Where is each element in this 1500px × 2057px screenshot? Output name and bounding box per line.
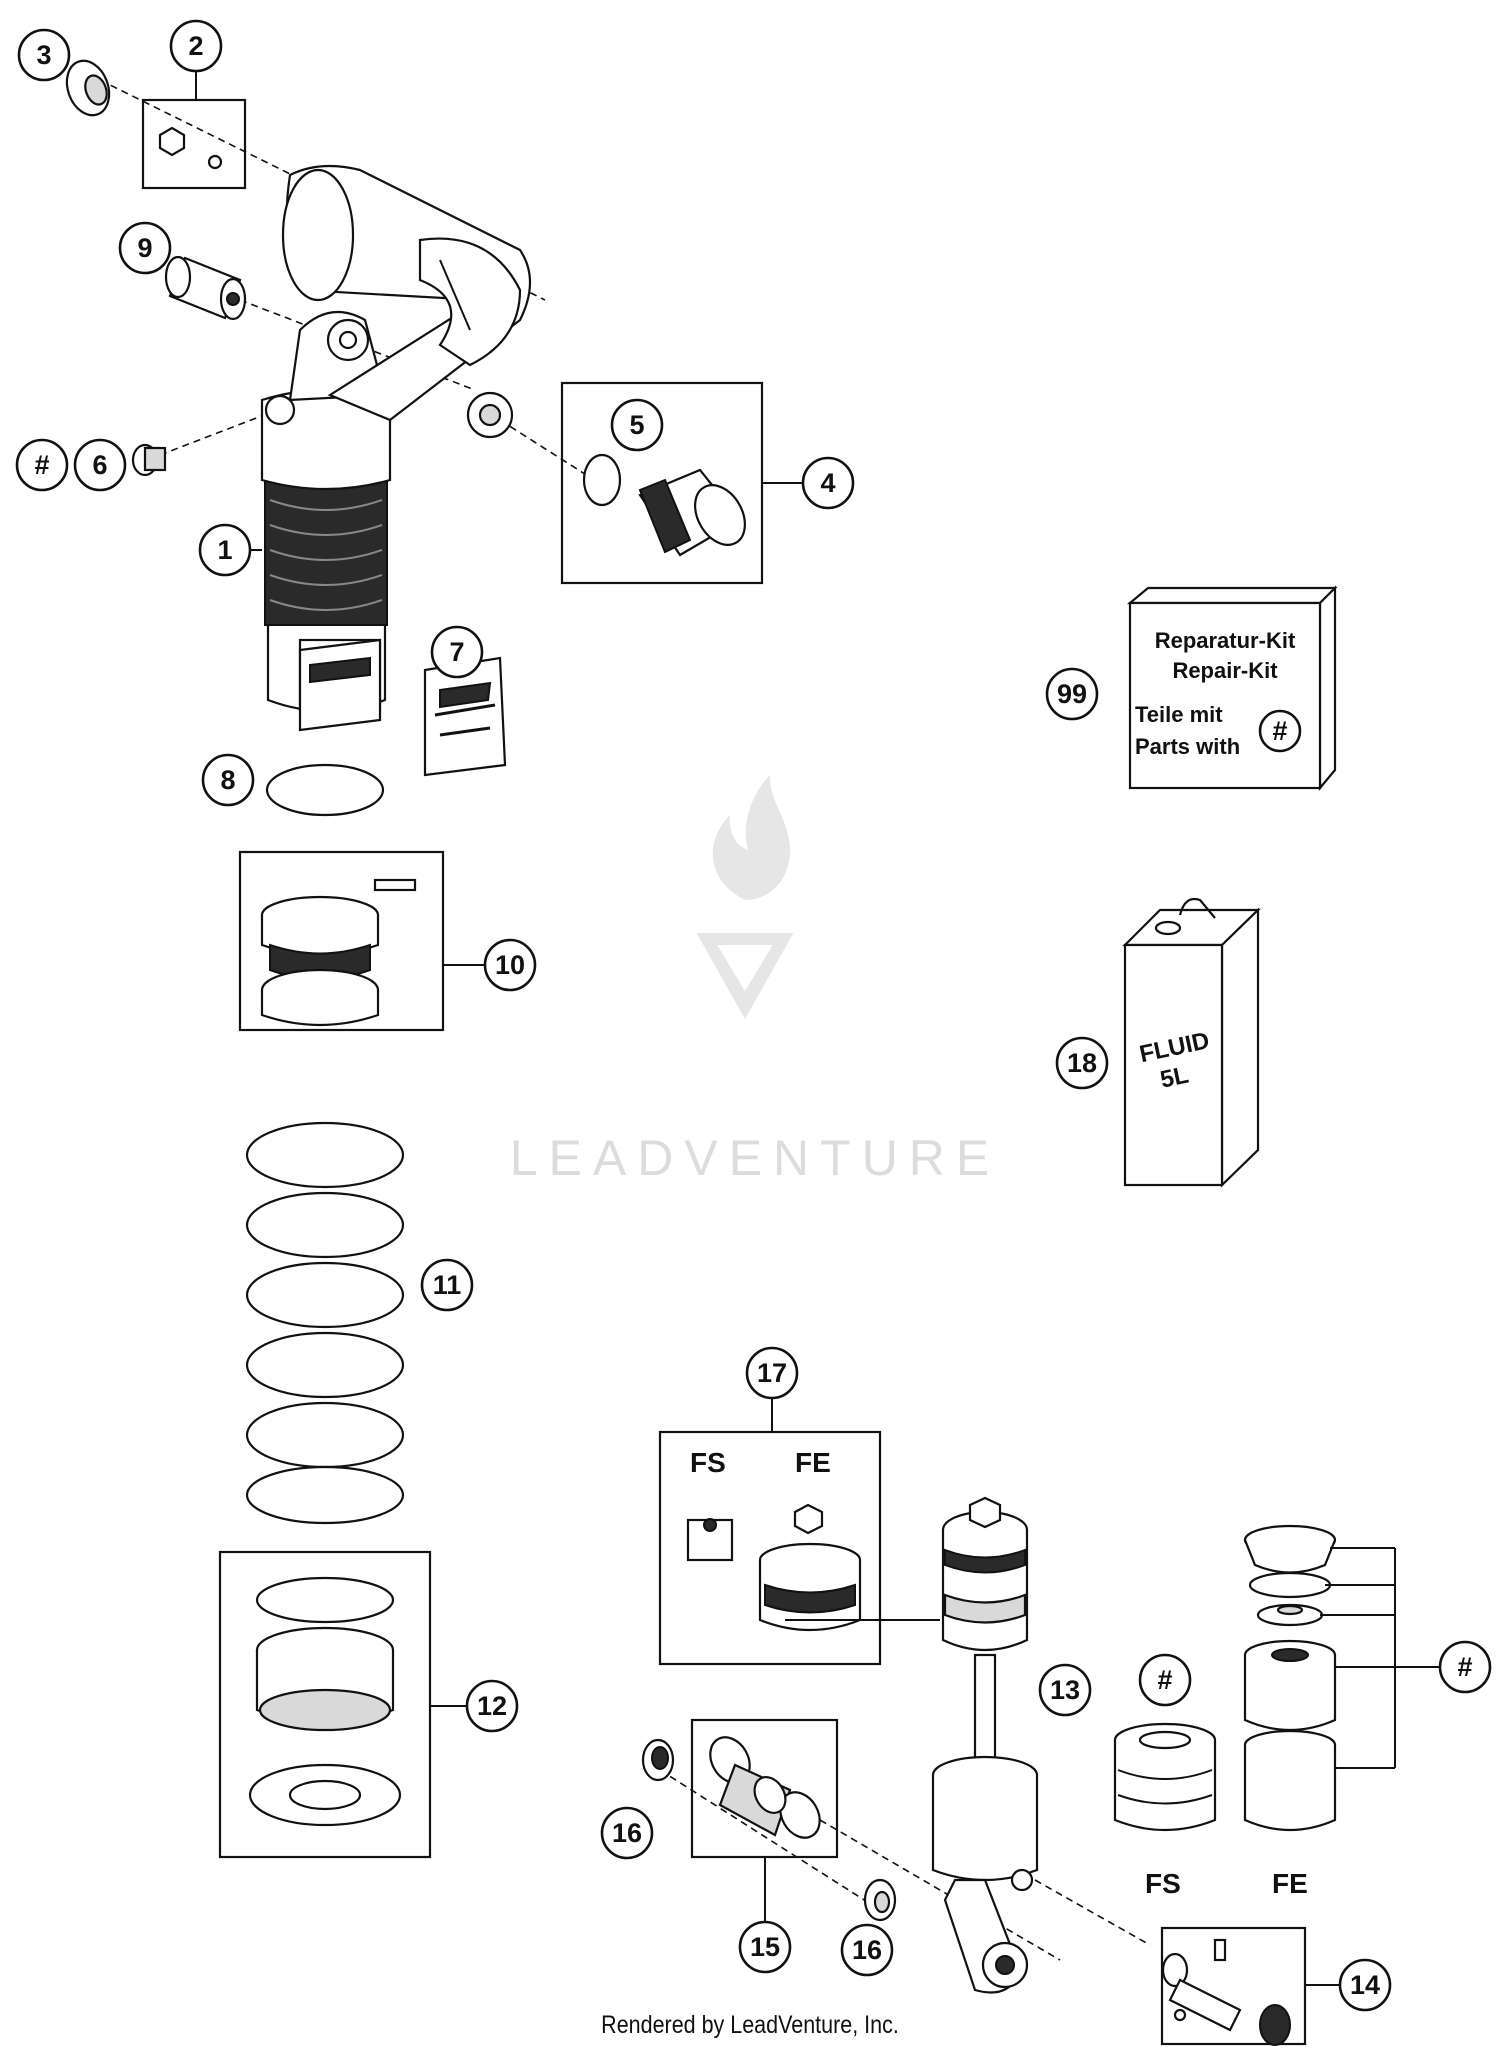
damper-rod-assembly	[931, 1496, 1039, 1994]
rebound-adjuster	[1161, 1938, 1291, 2046]
svg-text:13: 13	[1050, 1675, 1080, 1705]
callout-hash-fe[interactable]: #	[1438, 1640, 1492, 1694]
callout-1[interactable]: 1	[198, 523, 252, 577]
piston-fs	[686, 1518, 734, 1562]
piston-fe	[758, 1503, 862, 1632]
repair-kit-line3: Teile mit	[1135, 702, 1223, 727]
variant-fe-bottom: FE	[1272, 1868, 1308, 1899]
reservoir-cap	[65, 59, 111, 117]
repair-kit-line4: Parts with	[1135, 734, 1240, 759]
callout-14[interactable]: 14	[1338, 1958, 1392, 2012]
callout-9[interactable]: 9	[118, 221, 172, 275]
svg-text:16: 16	[612, 1818, 642, 1848]
svg-text:9: 9	[137, 233, 152, 263]
callout-99[interactable]: 99	[1045, 667, 1099, 721]
fluid-can: FLUID 5L	[1122, 897, 1261, 1188]
svg-text:7: 7	[449, 637, 464, 667]
variant-fs-bottom: FS	[1145, 1868, 1181, 1899]
svg-text:5: 5	[629, 410, 644, 440]
part-2-box	[141, 98, 247, 190]
svg-text:4: 4	[820, 468, 835, 498]
callout-15[interactable]: 15	[738, 1920, 792, 1974]
watermark: LEADVENTURE	[510, 775, 1001, 1186]
seal-head-fs	[1113, 1722, 1217, 1832]
callout-6[interactable]: 6	[73, 438, 127, 492]
svg-text:17: 17	[757, 1358, 787, 1388]
svg-text:11: 11	[433, 1270, 462, 1300]
variant-fe-top: FE	[795, 1447, 831, 1478]
watermark-flame-icon	[712, 775, 790, 900]
callout-7[interactable]: 7	[430, 625, 484, 679]
watermark-v-icon	[696, 933, 794, 1020]
callout-3[interactable]: 3	[17, 28, 71, 82]
watermark-text: LEADVENTURE	[510, 1130, 1001, 1186]
snap-ring	[265, 763, 385, 817]
repair-kit-line1: Reparatur-Kit	[1155, 628, 1296, 653]
bushing	[164, 255, 247, 321]
callout-13[interactable]: 13	[1038, 1663, 1092, 1717]
compression-adjuster	[638, 468, 746, 557]
reservoir	[281, 164, 531, 439]
svg-text:3: 3	[36, 40, 51, 70]
svg-text:16: 16	[852, 1935, 882, 1965]
svg-text:6: 6	[92, 450, 107, 480]
svg-text:12: 12	[477, 1691, 507, 1721]
svg-text:10: 10	[495, 950, 525, 980]
svg-text:15: 15	[750, 1932, 780, 1962]
svg-text:18: 18	[1067, 1048, 1097, 1078]
part-17-box	[658, 1430, 882, 1666]
svg-text:1: 1	[217, 535, 232, 565]
callout-17[interactable]: 17	[745, 1346, 799, 1400]
callouts: 1 2 3 4 5 6 7 8 9 10 11 12 13 14 15 16 1…	[15, 19, 1492, 2012]
o-ring	[582, 453, 622, 507]
seal-ring-16b	[863, 1878, 897, 1922]
hash-bracket	[1320, 1547, 1442, 1769]
callout-18[interactable]: 18	[1055, 1036, 1109, 1090]
repair-kit-mark: #	[1272, 716, 1287, 746]
repair-kit-line2: Repair-Kit	[1172, 658, 1278, 683]
fluid-can-line2: 5L	[1158, 1062, 1191, 1094]
callout-2[interactable]: 2	[169, 19, 223, 73]
adjuster-screw	[131, 443, 167, 477]
spring-adjuster-ring	[260, 878, 417, 1027]
spring-retainer	[248, 1576, 402, 1827]
seal-head-fe	[1243, 1524, 1337, 1832]
svg-text:2: 2	[188, 31, 203, 61]
warning-sticker	[423, 656, 507, 777]
callout-hash-6[interactable]: #	[15, 438, 69, 492]
seal-ring-16a	[641, 1738, 675, 1782]
footer-credit: Rendered by LeadVenture, Inc.	[601, 2011, 899, 2039]
coil-spring	[245, 1121, 405, 1525]
svg-text:14: 14	[1350, 1970, 1380, 2000]
shock-sticker	[298, 638, 382, 732]
svg-text:#: #	[34, 450, 49, 480]
part-10-box	[238, 850, 445, 1032]
callout-16a[interactable]: 16	[600, 1806, 654, 1860]
part-12-box	[218, 1550, 432, 1859]
callout-11[interactable]: 11	[420, 1258, 474, 1312]
callout-10[interactable]: 10	[483, 938, 537, 992]
valve-screw	[158, 126, 223, 170]
callout-hash-fs[interactable]: #	[1138, 1653, 1192, 1707]
bearing-assembly	[709, 1736, 821, 1839]
callout-16b[interactable]: 16	[840, 1923, 894, 1977]
svg-text:#: #	[1157, 1665, 1172, 1695]
svg-text:8: 8	[220, 765, 235, 795]
callout-12[interactable]: 12	[465, 1679, 519, 1733]
callout-5[interactable]: 5	[610, 398, 664, 452]
svg-text:99: 99	[1057, 679, 1087, 709]
svg-text:#: #	[1457, 1652, 1472, 1682]
callout-4[interactable]: 4	[801, 456, 855, 510]
variant-fs-top: FS	[690, 1447, 726, 1478]
callout-8[interactable]: 8	[201, 753, 255, 807]
repair-kit-box: Reparatur-Kit Repair-Kit Teile mit Parts…	[1126, 585, 1338, 792]
